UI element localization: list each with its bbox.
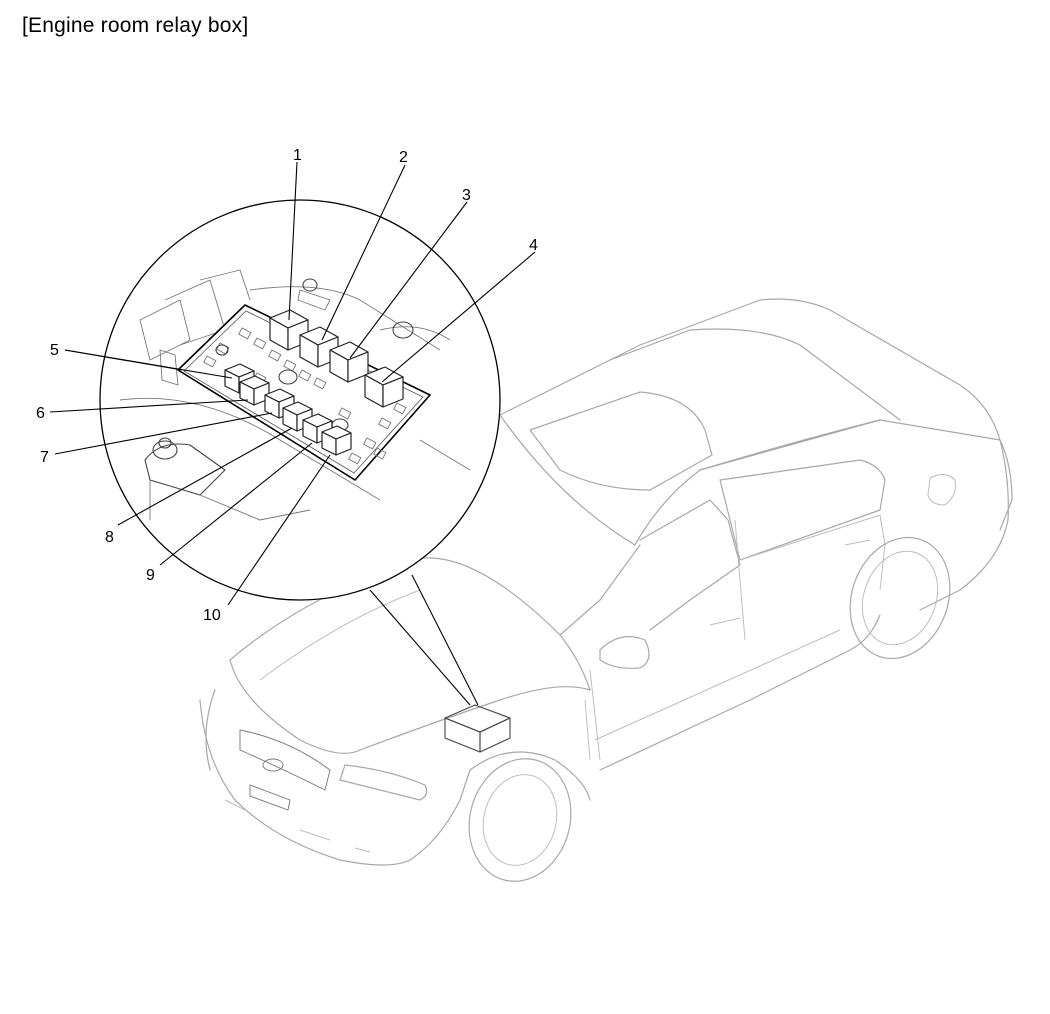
callout-10: 10 [203,607,221,624]
callout-labels: 1 2 3 4 5 6 7 8 9 10 [36,147,538,624]
callout-4: 4 [529,237,538,254]
relay-10 [321,425,352,456]
relay-8 [282,401,313,432]
car-outline [199,298,1013,882]
callout-7: 7 [40,449,49,466]
callout-3: 3 [462,187,471,204]
relay-5 [224,363,255,394]
magnified-view [99,199,501,601]
zoom-connector [369,574,479,706]
relay-3 [329,341,369,383]
callout-2: 2 [399,149,408,166]
callout-6: 6 [36,405,45,422]
callout-5: 5 [50,342,59,359]
callout-8: 8 [105,529,114,546]
relay-2 [299,326,339,368]
callout-leaders [49,161,536,606]
callout-9: 9 [146,567,155,584]
diagram-title: [Engine room relay box] [22,14,249,37]
relay-box-location [444,704,511,753]
relay-4 [364,366,404,408]
callout-1: 1 [293,147,302,164]
